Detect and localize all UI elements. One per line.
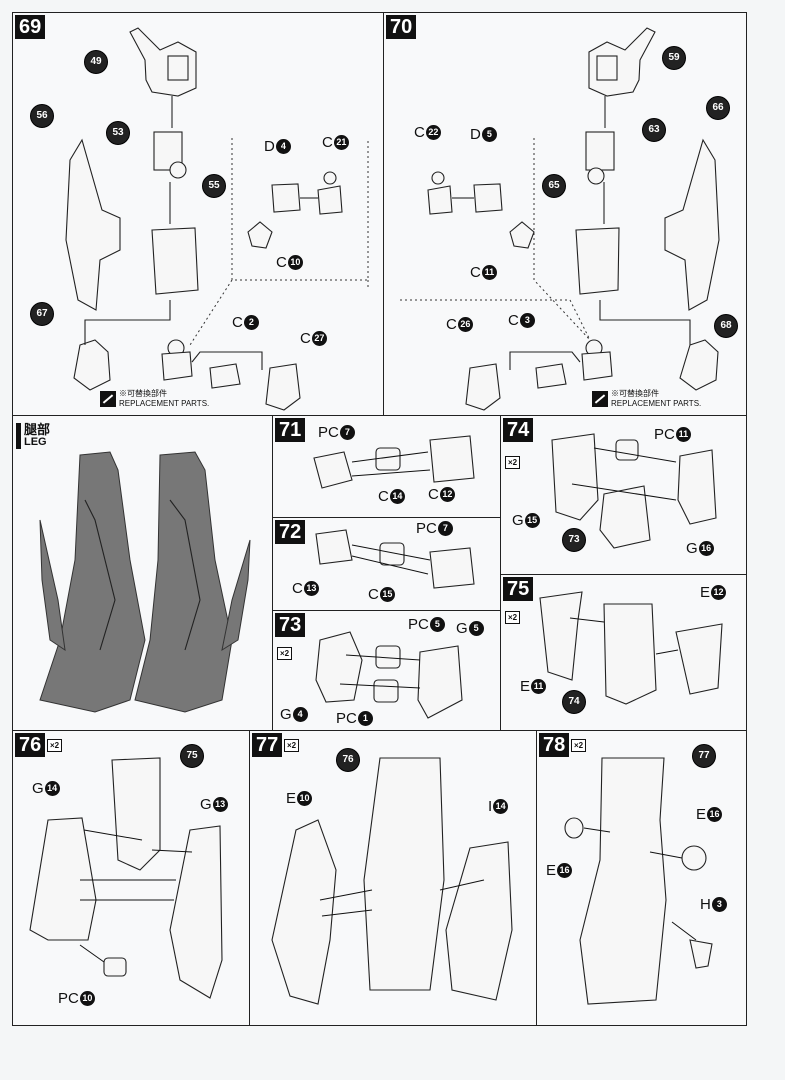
- part-ref-59: 59: [662, 46, 686, 70]
- leg-title-en: LEG: [24, 436, 47, 448]
- part-ref-74: 74: [562, 690, 586, 714]
- part-ref-49: 49: [84, 50, 108, 74]
- step-number: 75: [503, 577, 534, 601]
- part-ref-55: 55: [202, 174, 226, 198]
- leg-title-cn: 腿部: [24, 422, 51, 437]
- step-72-drawing: [315, 529, 475, 589]
- replacement-icon: [100, 391, 116, 407]
- step-number: 71: [275, 418, 306, 442]
- step-number: 73: [275, 613, 306, 637]
- part-ref-63: 63: [642, 118, 666, 142]
- step-number: 70: [386, 15, 417, 39]
- step-70-drawing: [400, 27, 720, 411]
- step-76-drawing: [29, 757, 223, 999]
- step-number: 78: [539, 733, 570, 757]
- step-78-drawing: [564, 757, 713, 1005]
- replacement-icon: [592, 391, 608, 407]
- quantity-badge: ×2: [284, 739, 300, 752]
- part-ref-75: 75: [180, 744, 204, 768]
- part-ref-73: 73: [562, 528, 586, 552]
- step-number: 76: [15, 733, 46, 757]
- quantity-badge: ×2: [571, 739, 587, 752]
- step-number: 72: [275, 520, 306, 544]
- quantity-badge: ×2: [47, 739, 63, 752]
- part-ref-68: 68: [714, 314, 738, 338]
- quantity-badge: ×2: [505, 456, 521, 469]
- step-73-drawing: [315, 631, 463, 719]
- part-ref-67: 67: [30, 302, 54, 326]
- step-73-panel: 73 ×2: [272, 610, 501, 731]
- step-71-drawing: [313, 435, 475, 489]
- part-ref-66: 66: [706, 96, 730, 120]
- step-number: 69: [15, 15, 46, 39]
- step-75-drawing: [539, 591, 723, 705]
- step-77-drawing: [271, 757, 513, 1005]
- step-number: 74: [503, 418, 534, 442]
- quantity-badge: ×2: [277, 647, 293, 660]
- quantity-badge: ×2: [505, 611, 521, 624]
- part-ref-53: 53: [106, 121, 130, 145]
- part-ref-56: 56: [30, 104, 54, 128]
- leg-section-title: 腿部 LEG: [16, 423, 50, 449]
- step-74-drawing: [551, 433, 717, 549]
- part-ref-65: 65: [542, 174, 566, 198]
- part-ref-76: 76: [336, 748, 360, 772]
- step-69-drawing: [65, 27, 369, 411]
- step-number: 77: [252, 733, 283, 757]
- leg-overview-drawing: [39, 451, 251, 713]
- part-ref-77: 77: [692, 744, 716, 768]
